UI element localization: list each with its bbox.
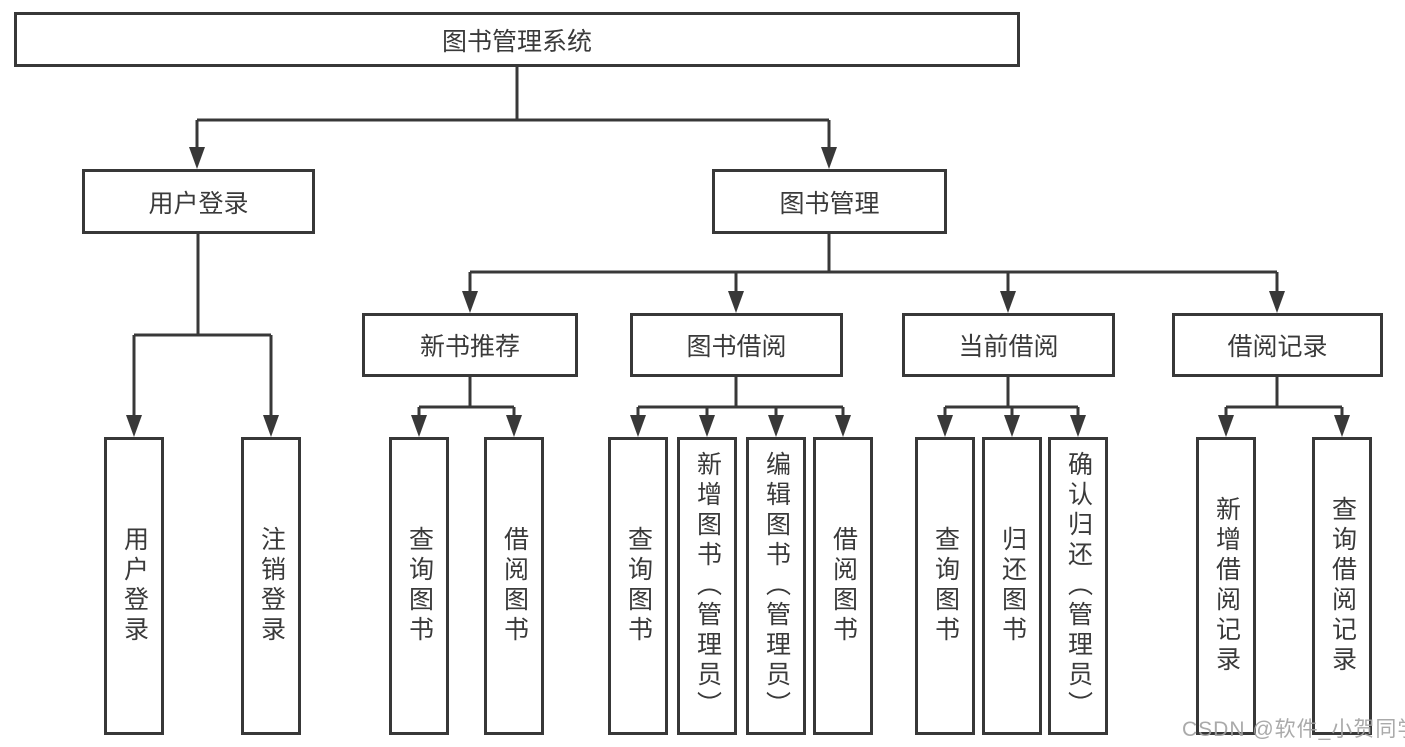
arrowheads <box>126 147 1350 437</box>
leaf-query-borrow-record: 查询借阅记录 <box>1312 437 1372 735</box>
node-new-book-recommend: 新书推荐 <box>362 313 578 377</box>
node-user-login: 用户登录 <box>82 169 315 234</box>
leaf-logout: 注销登录 <box>241 437 301 735</box>
leaf-query-book-recommend: 查询图书 <box>389 437 449 735</box>
watermark: CSDN @软件_小贺同学 <box>1182 718 1405 741</box>
node-book-management: 图书管理 <box>712 169 947 234</box>
node-current-borrow: 当前借阅 <box>902 313 1115 377</box>
leaf-edit-book-admin: 编辑图书（管理员） <box>746 437 806 735</box>
node-borrow-records: 借阅记录 <box>1172 313 1383 377</box>
leaf-return-book: 归还图书 <box>982 437 1042 735</box>
leaf-query-book-borrow: 查询图书 <box>608 437 668 735</box>
node-root-system: 图书管理系统 <box>14 12 1020 67</box>
leaf-query-book-current: 查询图书 <box>915 437 975 735</box>
leaf-add-book-admin: 新增图书（管理员） <box>677 437 737 735</box>
leaf-user-login: 用户登录 <box>104 437 164 735</box>
leaf-confirm-return-admin: 确认归还（管理员） <box>1048 437 1108 735</box>
leaf-borrow-book-recommend: 借阅图书 <box>484 437 544 735</box>
node-book-borrow: 图书借阅 <box>630 313 843 377</box>
leaf-borrow-book-borrow: 借阅图书 <box>813 437 873 735</box>
leaf-add-borrow-record: 新增借阅记录 <box>1196 437 1256 735</box>
